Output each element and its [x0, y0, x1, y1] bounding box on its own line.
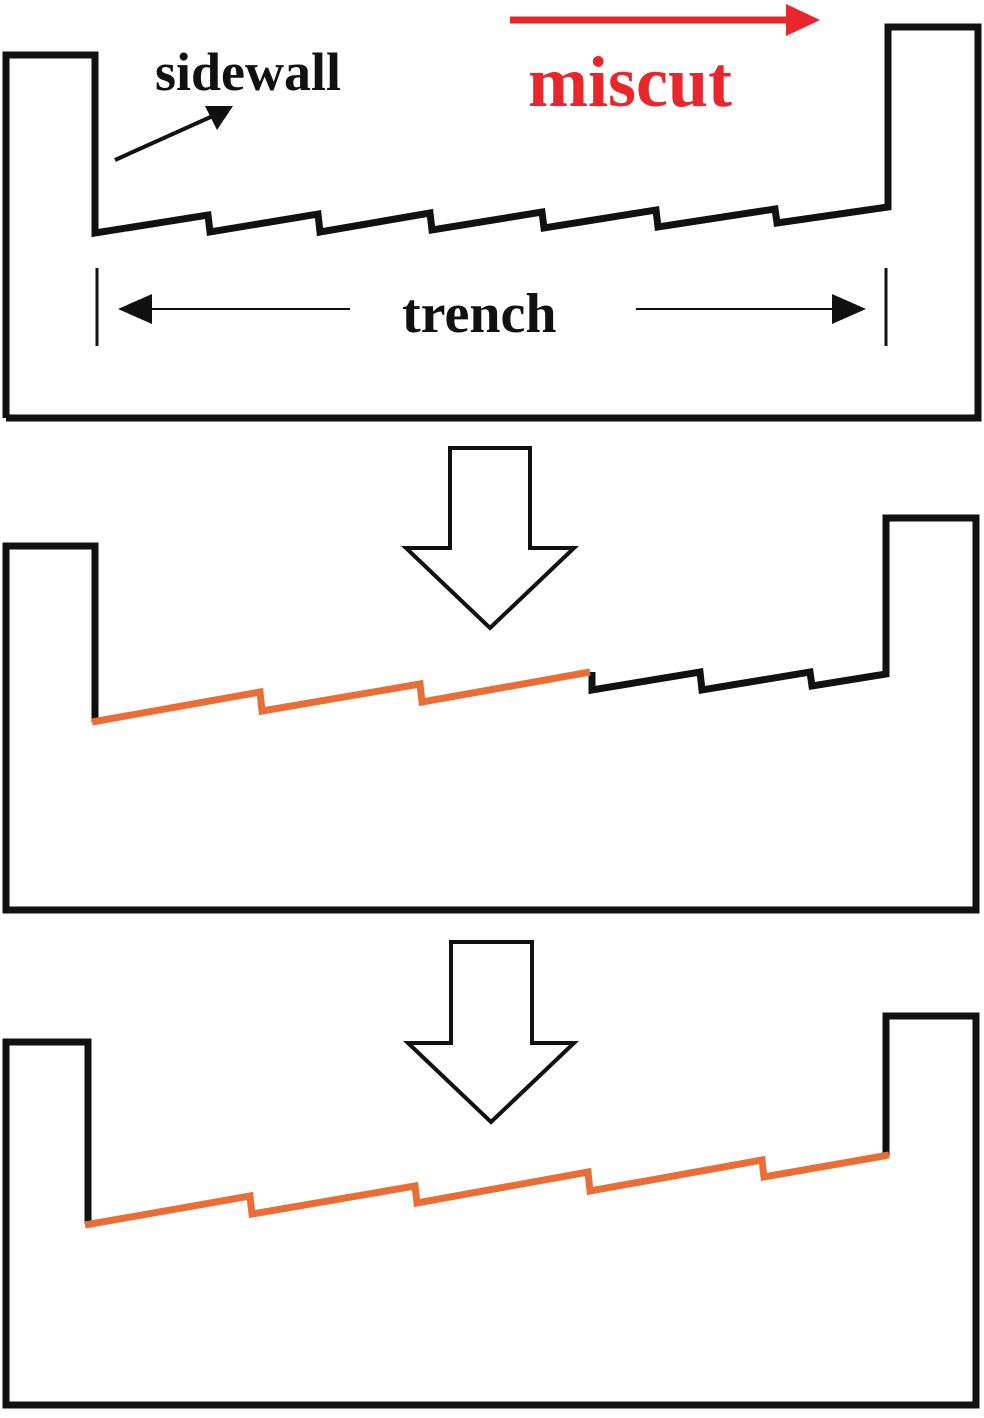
grown-steps-partial [91, 668, 591, 726]
trench-label: trench [402, 283, 557, 345]
trench-outline [2, 1012, 980, 1409]
sidewall-pointer-arrow-icon [114, 106, 233, 162]
down-arrow-icon [401, 446, 579, 631]
miscut-arrow-icon [510, 4, 820, 36]
sidewall-label: sidewall [155, 42, 341, 102]
trench-outline [2, 514, 980, 914]
panel-partial-growth [2, 514, 980, 914]
miscut-label: miscut [528, 42, 732, 122]
grown-steps-full [84, 1151, 890, 1229]
panel-full-growth [2, 1012, 980, 1409]
trench-width-indicator [95, 268, 888, 346]
panel-initial-trench [2, 23, 982, 422]
down-arrow-icon [402, 940, 580, 1125]
trench-outline [2, 23, 982, 422]
